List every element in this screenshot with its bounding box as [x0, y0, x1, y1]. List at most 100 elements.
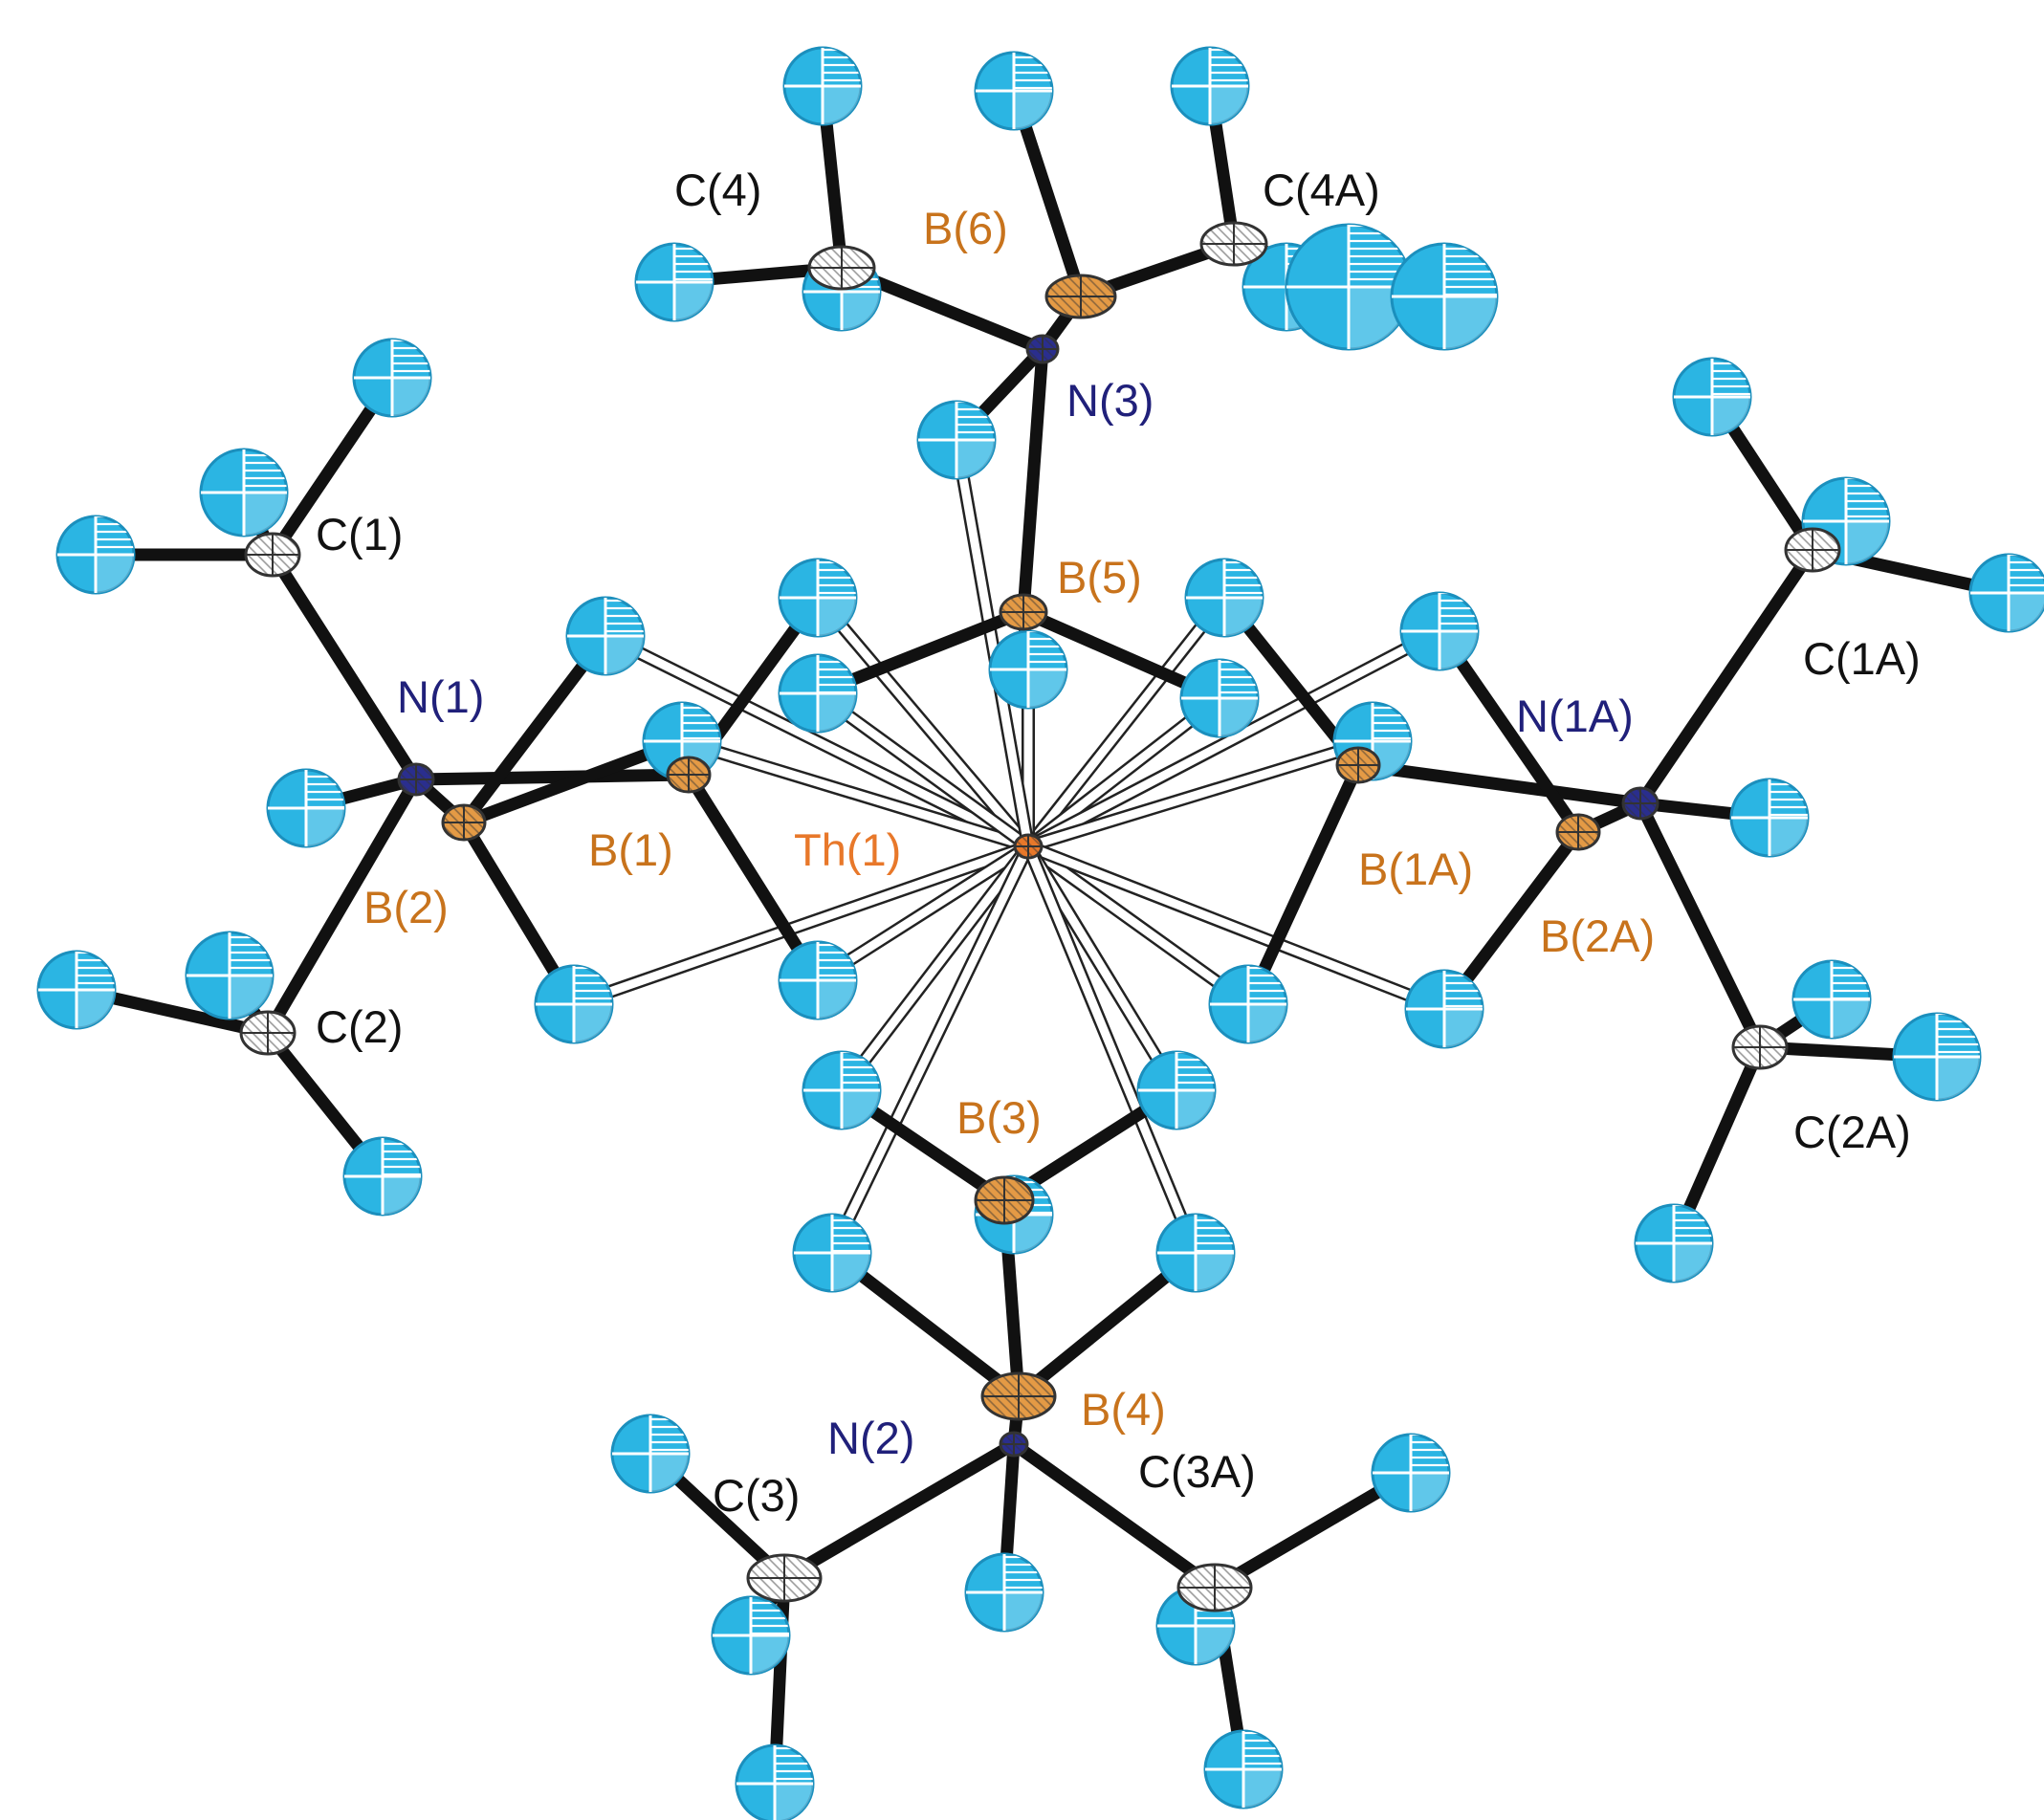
hydrogen-atom-h7 [1184, 558, 1264, 638]
hydrogen-atom-h18 [1155, 1213, 1236, 1293]
hydrogen-atom-hn1 [266, 768, 346, 848]
hydrogen-atom-hc3aa [1371, 1433, 1451, 1513]
bond-n1-c1 [266, 548, 423, 786]
thorium-hydrogen-bonds [571, 438, 1447, 1257]
hydrogen-atom-hc6b [1170, 46, 1250, 126]
boron-atom-b2a [1555, 813, 1601, 851]
carbon-atom-c4a [1199, 221, 1268, 267]
label-n1: N(1) [397, 671, 484, 722]
label-b6: B(6) [923, 203, 1008, 253]
hydrogen-atom-h13 [988, 629, 1068, 710]
label-b4: B(4) [1081, 1384, 1166, 1435]
hydrogen-atom-h14 [916, 400, 997, 480]
bond-th-h2-inner [680, 736, 1030, 851]
hydrogen-atom-hc2c [342, 1136, 423, 1217]
bond-b2a-h9 [1433, 625, 1585, 839]
label-c4a: C(4A) [1263, 164, 1380, 215]
hydrogen-atom-hc1aa [1672, 357, 1752, 437]
hydrogen-atom-hc2aa [1791, 959, 1872, 1040]
nitrogen-atom-n3 [1025, 334, 1060, 364]
hydrogen-atom-hc4b [634, 242, 714, 322]
hydrogen-atom-hc1a [352, 338, 432, 418]
label-c3a: C(3A) [1138, 1446, 1256, 1497]
bond-th-h6-inner [815, 843, 1031, 984]
label-c1: C(1) [316, 509, 403, 559]
hydrogen-atom-h3 [778, 558, 858, 638]
bond-n2-c3 [778, 1437, 1021, 1585]
hydrogen-atom-h15 [802, 1050, 882, 1130]
bond-th-h11-inner [1025, 843, 1251, 1008]
hydrogen-atom-hc1ac [1968, 553, 2044, 633]
hydrogen-atom-h12 [1404, 969, 1484, 1049]
hydrogen-atom-hn1a [1729, 778, 1810, 858]
hydrogen-atom-hc6a [974, 51, 1054, 131]
label-c4: C(4) [674, 164, 761, 215]
bond-th-h12-inner [1026, 842, 1446, 1014]
bond-n1a-b1a [1352, 758, 1647, 810]
label-n1a: N(1A) [1516, 691, 1634, 741]
atom-labels: C(4) B(6) C(4A) N(3) C(1) B(5) C(1A) N(1… [316, 164, 1921, 1521]
hydrogen-atom-h8 [1179, 658, 1260, 738]
hydrogen-atom-h4 [778, 653, 858, 734]
bond-th-h9-inner [1025, 627, 1442, 850]
bond-th-h16-inner [1024, 844, 1180, 1093]
hydrogen-atom-hc4a [782, 46, 863, 126]
boron-atom-b1a [1335, 746, 1381, 784]
bond-th-h8-inner [1025, 694, 1222, 850]
bond-th-h3-inner [814, 595, 1032, 849]
hydrogen-atom-h1 [565, 596, 646, 676]
carbon-atom-c2 [239, 1010, 297, 1056]
nitrogen-atom-n1 [397, 762, 435, 797]
hydrogen-atom-h16 [1136, 1050, 1217, 1130]
bond-th-h14-inner [952, 439, 1033, 847]
hydrogen-atom-hc3b [711, 1595, 791, 1676]
label-c2: C(2) [316, 1001, 403, 1052]
hydrogen-atom-h6 [778, 940, 858, 1020]
label-b5: B(5) [1057, 552, 1142, 603]
hydrogen-atom-hc1c [199, 448, 289, 537]
bond-n2-c3a [1007, 1437, 1221, 1594]
bond-th-h1-inner [603, 631, 1031, 851]
bond-n1-b1 [409, 768, 695, 786]
label-n3: N(3) [1066, 375, 1154, 426]
bond-th-h5-inner [572, 842, 1030, 1009]
label-b3: B(3) [956, 1092, 1042, 1143]
boron-atom-b1 [666, 756, 712, 794]
bond-th-h7-inner [1024, 595, 1228, 849]
label-c1a: C(1A) [1803, 633, 1921, 684]
hydrogen-atom-h9 [1399, 591, 1480, 671]
bond-n1a-c2a [1634, 797, 1767, 1054]
hydrogen-atom-hc2ac [1634, 1203, 1714, 1283]
boron-atom-b4 [980, 1371, 1057, 1421]
hydrogen-atom-hc2b [185, 931, 275, 1020]
label-b2: B(2) [363, 882, 449, 932]
carbon-atom-c3 [746, 1553, 823, 1603]
boron-atom-b6 [1044, 274, 1117, 319]
bond-th-h18-inner [1023, 844, 1200, 1255]
bond-n1-c2 [261, 773, 423, 1040]
bond-b1-h6 [682, 768, 824, 987]
carbon-atom-c1 [244, 532, 301, 578]
nitrogen-atom-n1a [1621, 786, 1659, 821]
label-b2a: B(2A) [1540, 910, 1655, 961]
boron-atom-b2 [441, 803, 487, 842]
bond-th-h4-inner [815, 690, 1031, 850]
hydrogen-atom-hc1b [55, 515, 136, 595]
atoms [36, 46, 2044, 1820]
boron-atom-b5 [999, 593, 1048, 631]
carbon-atom-c2a [1731, 1024, 1789, 1070]
boron-atom-b3 [974, 1175, 1035, 1225]
hydrogen-atom-hc4ac [1390, 242, 1499, 351]
carbon-atom-c4 [807, 245, 876, 291]
bond-th-h15-inner [838, 844, 1032, 1093]
bond-b5-n3 [1017, 342, 1049, 619]
label-c3: C(3) [713, 1470, 800, 1521]
carbon-atom-c1a [1784, 527, 1841, 573]
hydrogen-atom-hc2ab [1892, 1012, 1982, 1102]
hydrogen-atom-h20 [964, 1552, 1044, 1633]
hydrogen-atom-hc3ab [1203, 1729, 1284, 1809]
thorium-atom-th1 [1013, 833, 1044, 860]
hydrogen-atom-h5 [534, 964, 614, 1044]
hydrogen-atom-h17 [792, 1213, 872, 1293]
